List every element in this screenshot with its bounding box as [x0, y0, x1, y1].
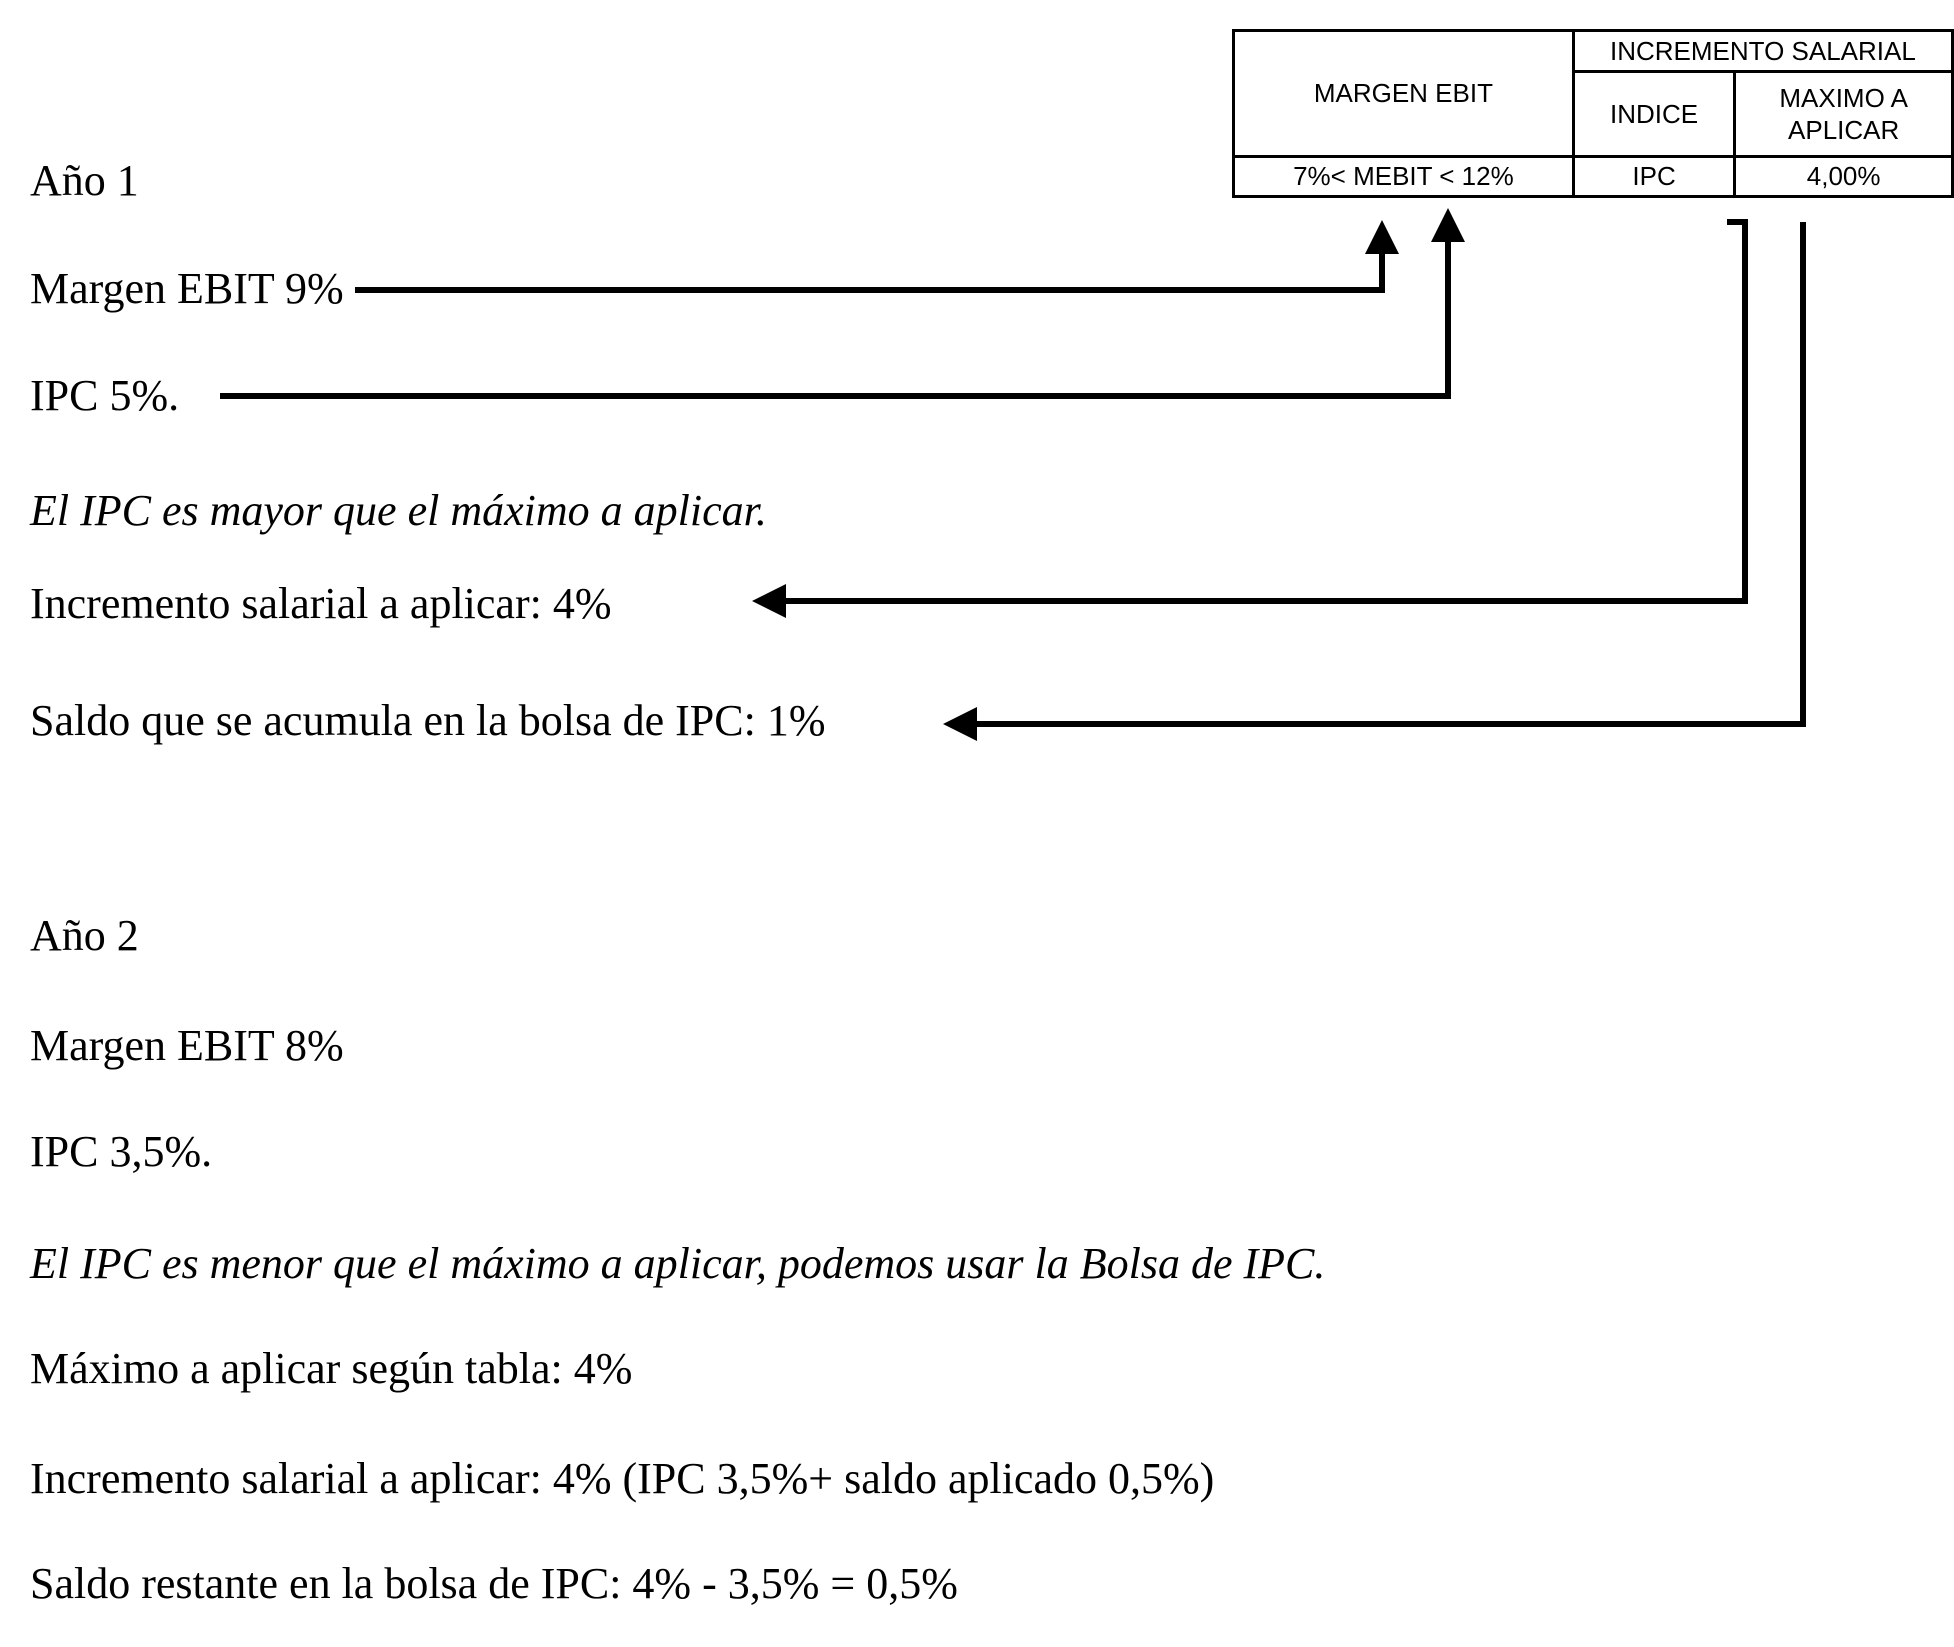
ano2-title: Año 2 — [30, 911, 139, 960]
ano2-saldo: Saldo restante en la bolsa de IPC: 4% - … — [30, 1559, 958, 1608]
table-header-indice: INDICE — [1571, 70, 1737, 158]
table-header-margen-ebit: MARGEN EBIT — [1232, 29, 1575, 158]
ano2-incremento: Incremento salarial a aplicar: 4% (IPC 3… — [30, 1454, 1215, 1503]
ano2-margen-ebit: Margen EBIT 8% — [30, 1021, 344, 1070]
ano1-ipc: IPC 5%. — [30, 371, 180, 420]
ano2-ipc: IPC 3,5%. — [30, 1127, 213, 1176]
table-cell-maximo-value: 4,00% — [1733, 155, 1954, 198]
arrow-margen-ebit-to-table — [355, 220, 1399, 293]
table-header-incremento-salarial: INCREMENTO SALARIAL — [1571, 29, 1954, 73]
ano2-maximo: Máximo a aplicar según tabla: 4% — [30, 1344, 633, 1393]
arrow-table-to-saldo — [943, 222, 1806, 741]
arrow-table-to-incremento — [752, 219, 1748, 618]
ano1-margen-ebit: Margen EBIT 9% — [30, 264, 344, 313]
table-cell-mebit-range: 7%< MEBIT < 12% — [1232, 155, 1575, 198]
ano2-nota: El IPC es menor que el máximo a aplicar,… — [30, 1239, 1326, 1288]
table-cell-indice-value: IPC — [1571, 155, 1737, 198]
ano1-nota: El IPC es mayor que el máximo a aplicar. — [30, 486, 767, 535]
ano1-incremento: Incremento salarial a aplicar: 4% — [30, 579, 612, 628]
ano1-saldo: Saldo que se acumula en la bolsa de IPC:… — [30, 696, 826, 745]
info-table: MARGEN EBIT INCREMENTO SALARIAL INDICE M… — [1232, 29, 1954, 198]
ano1-title: Año 1 — [30, 156, 139, 205]
arrow-ipc-to-table — [220, 208, 1465, 399]
table-header-maximo-a-aplicar: MAXIMO A APLICAR — [1733, 70, 1954, 158]
